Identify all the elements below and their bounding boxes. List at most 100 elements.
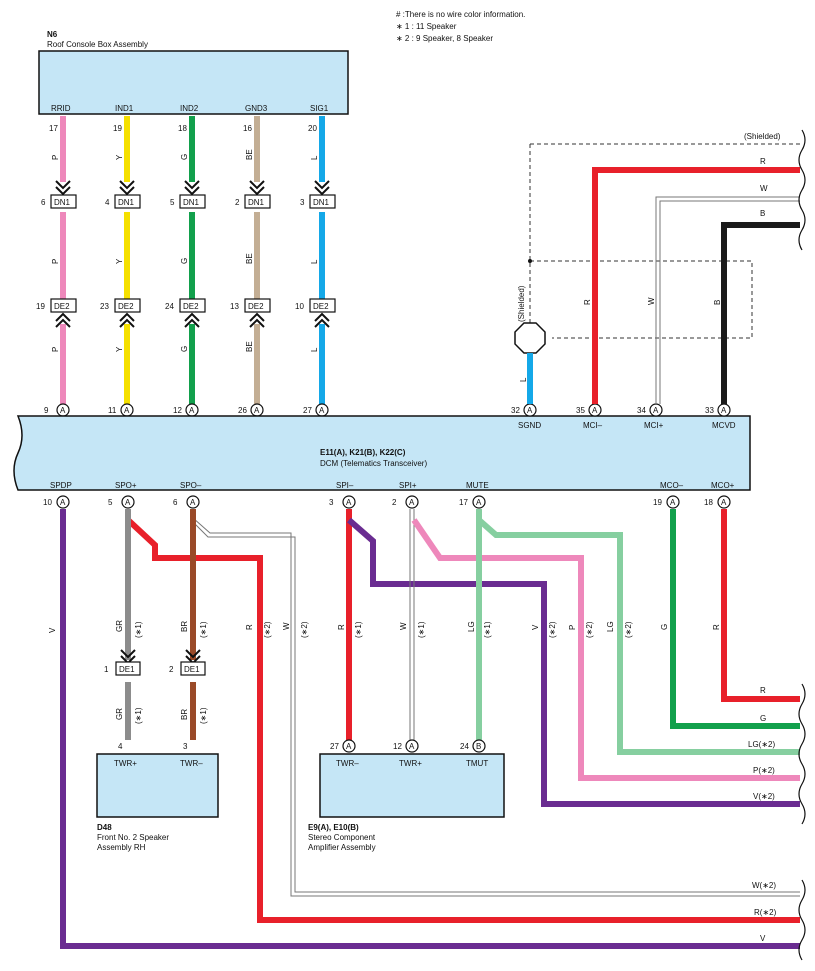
dcm-bottom-pin: A xyxy=(666,495,680,509)
svg-text:19: 19 xyxy=(36,302,45,311)
dcm-bottom-pin: A xyxy=(717,495,731,509)
svg-text:DE2: DE2 xyxy=(54,302,70,311)
svg-text:A: A xyxy=(190,498,196,507)
wire-color-code: G xyxy=(180,346,189,352)
mci-minus-color: R xyxy=(583,299,592,305)
svg-text:A: A xyxy=(124,406,130,415)
amp-line1: Stereo Component xyxy=(308,833,376,842)
svg-text:DE2: DE2 xyxy=(118,302,134,311)
svg-text:4: 4 xyxy=(118,742,123,751)
amp-pin-label: TWR– xyxy=(336,759,359,768)
amp-pin-label: TWR+ xyxy=(399,759,422,768)
svg-text:4: 4 xyxy=(105,198,110,207)
n6-pin-number: 18 xyxy=(178,124,187,133)
d48-code: D48 xyxy=(97,823,112,832)
dcm-bottom-pin-label: SPI+ xyxy=(399,481,417,490)
wire-color-code: BE xyxy=(245,253,254,264)
wire-color-code: Y xyxy=(115,346,124,352)
amp-pin-label: TMUT xyxy=(466,759,488,768)
wire-color-code: L xyxy=(310,259,319,264)
svg-text:24: 24 xyxy=(165,302,174,311)
svg-text:A: A xyxy=(60,406,66,415)
svg-text:11: 11 xyxy=(108,406,117,415)
svg-text:24: 24 xyxy=(460,742,469,751)
dcm-bottom-pin: A xyxy=(56,495,70,509)
de1-connectors: DE1 1 DE1 2 xyxy=(104,649,206,676)
right-p2-label: P(∗2) xyxy=(753,766,775,775)
d48-gr-color: GR xyxy=(115,708,124,720)
dcm-top-right-pin: A xyxy=(588,403,602,417)
roof-console-wires: RRID17PPPDN16DE219A9SLEDIND119YYYDN14DE2… xyxy=(36,104,336,430)
amp-box xyxy=(319,753,505,818)
svg-text:DE1: DE1 xyxy=(119,665,135,674)
dcm-top-pin: A xyxy=(315,403,329,417)
svg-text:2: 2 xyxy=(169,665,174,674)
svg-text:A: A xyxy=(254,406,260,415)
d48-br-star: (∗1) xyxy=(199,707,208,724)
d48-line1: Front No. 2 Speaker xyxy=(97,833,169,842)
svg-text:A: A xyxy=(346,498,352,507)
n6-pin-label: GND3 xyxy=(245,104,268,113)
svg-text:5: 5 xyxy=(170,198,175,207)
n6-pin-label: SIG1 xyxy=(310,104,329,113)
wire-color-code: L xyxy=(310,347,319,352)
wire-color-code: BE xyxy=(245,149,254,160)
mco-minus-color: G xyxy=(660,624,669,630)
svg-text:A: A xyxy=(319,406,325,415)
spo-plus-gr-color: GR xyxy=(115,620,124,632)
wire-color-code: BE xyxy=(245,341,254,352)
svg-text:A: A xyxy=(409,498,415,507)
wire-color-code: L xyxy=(310,155,319,160)
svg-text:3: 3 xyxy=(183,742,188,751)
mute-lg-star: (∗1) xyxy=(483,621,492,638)
de2-connector xyxy=(50,298,77,313)
amp-pin: A xyxy=(405,739,419,753)
right-w-label: W xyxy=(760,184,768,193)
svg-text:19: 19 xyxy=(653,498,662,507)
svg-text:12: 12 xyxy=(173,406,182,415)
n6-code: N6 xyxy=(47,30,58,39)
amp-line2: Amplifier Assembly xyxy=(308,843,376,852)
svg-text:DN1: DN1 xyxy=(118,198,135,207)
svg-text:B: B xyxy=(476,742,481,751)
svg-text:33: 33 xyxy=(705,406,714,415)
dcm-top-right-pin: A xyxy=(649,403,663,417)
dcm-title: E11(A), K21(B), K22(C) xyxy=(320,448,406,457)
de2-connector xyxy=(309,298,336,313)
dcm-bottom-pin-label: SPI– xyxy=(336,481,354,490)
n6-pin-number: 17 xyxy=(49,124,58,133)
svg-text:DN1: DN1 xyxy=(313,198,330,207)
bottom-v-label: V xyxy=(760,934,766,943)
wire-mco-minus xyxy=(670,509,800,729)
wire-spdp xyxy=(60,509,800,949)
spi-plus-w-star: (∗1) xyxy=(417,621,426,638)
mute-lg-color: LG xyxy=(467,621,476,632)
svg-text:6: 6 xyxy=(41,198,46,207)
note-no-color: # :There is no wire color information. xyxy=(396,10,525,19)
amp-pin: B xyxy=(472,739,486,753)
n6-pin-number: 19 xyxy=(113,124,122,133)
d48-pin-twr-plus: TWR+ xyxy=(114,759,137,768)
dcm-box xyxy=(13,415,751,491)
dcm-bottom-pin-label: MUTE xyxy=(466,481,489,490)
n6-pin-label: RRID xyxy=(51,104,71,113)
dn1-connector xyxy=(309,194,336,209)
dn1-connector xyxy=(114,194,141,209)
dcm-bottom-pin: A xyxy=(472,495,486,509)
svg-text:23: 23 xyxy=(100,302,109,311)
spdp-color: V xyxy=(48,627,57,633)
mci-plus-color: W xyxy=(647,297,656,305)
right-r-label: R xyxy=(760,157,766,166)
wire-spi-plus-p xyxy=(411,518,800,781)
right-r-bottom-label: R xyxy=(760,686,766,695)
shielded-label-side: (Shielded) xyxy=(517,285,526,322)
right-b-label: B xyxy=(760,209,765,218)
mco-plus-color: R xyxy=(712,624,721,630)
mute-lg2-color: LG xyxy=(606,621,615,632)
dcm-bottom-pin: A xyxy=(342,495,356,509)
dcm-bottom-pin-label: SPO+ xyxy=(115,481,137,490)
svg-text:35: 35 xyxy=(576,406,585,415)
dcm-top-right-pin: A xyxy=(523,403,537,417)
